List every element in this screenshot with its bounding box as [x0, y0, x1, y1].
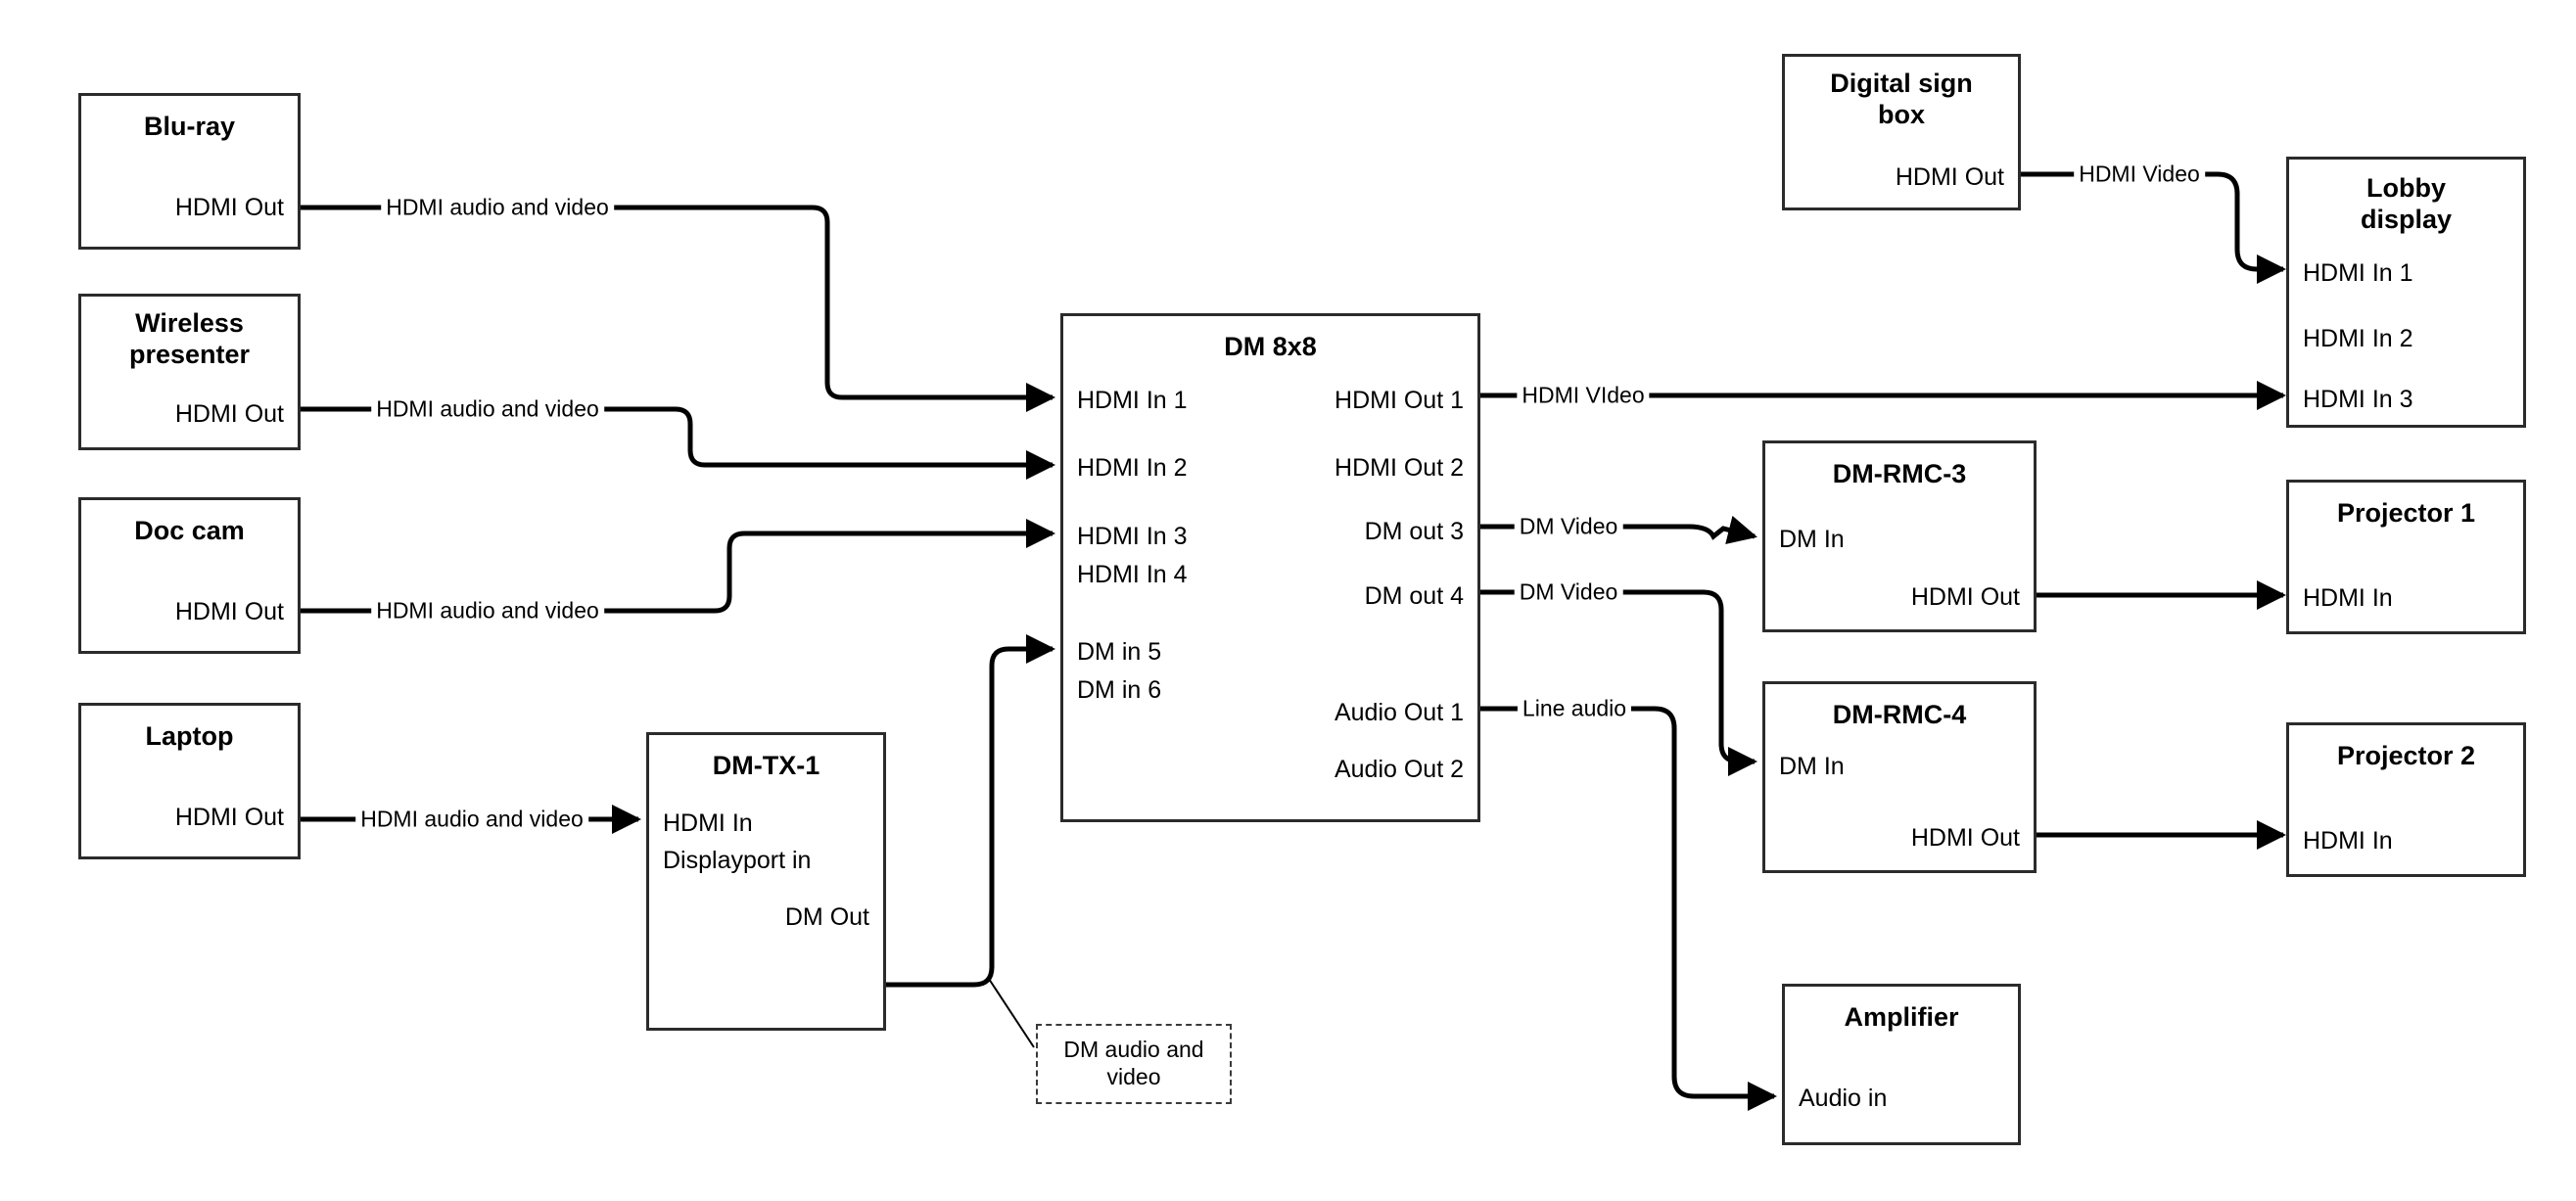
node-dm-tx-1-title: DM-TX-1: [712, 751, 820, 780]
wire-dm8x8-audioout1-to-amplifier: [1480, 706, 1777, 1111]
node-bluray-port-hdmi-out: HDMI Out: [174, 194, 284, 221]
node-dm-8x8-port-dm-in-6: DM in 6: [1077, 676, 1162, 704]
node-doc-cam[interactable]: Doc cam HDMI Out: [78, 497, 301, 654]
node-dm-tx-1-port-dm-out: DM Out: [784, 903, 869, 931]
node-dm-rmc-3-port-hdmi-out: HDMI Out: [1910, 583, 2020, 611]
wire-dm8x8-dmout3-to-rmc3: [1480, 515, 1757, 545]
node-wireless-presenter-title-line2: presenter: [128, 340, 251, 369]
node-dm-8x8-port-hdmi-in-3: HDMI In 3: [1077, 523, 1188, 550]
node-bluray-title: Blu-ray: [143, 112, 236, 141]
node-dm-8x8-port-dm-in-5: DM in 5: [1077, 638, 1162, 666]
node-laptop-port-hdmi-out: HDMI Out: [174, 804, 284, 831]
wire-dm8x8-dmout4-to-rmc4: [1480, 589, 1757, 776]
node-lobby-display-port-hdmi-in-1: HDMI In 1: [2303, 259, 2413, 287]
node-lobby-display-title-line2: display: [2360, 205, 2453, 234]
node-digital-sign-box[interactable]: Digital sign box HDMI Out: [1782, 54, 2021, 210]
node-dm-8x8-port-hdmi-in-4: HDMI In 4: [1077, 561, 1188, 588]
node-lobby-display-title-line1: Lobby: [2366, 173, 2446, 203]
callout-text-line1: DM audio and: [1063, 1037, 1204, 1063]
edge-label-hdmi-out-1-link: HDMI VIdeo: [1517, 382, 1650, 409]
node-dm-rmc-3[interactable]: DM-RMC-3 DM In HDMI Out: [1762, 440, 2037, 632]
node-lobby-display[interactable]: Lobby display HDMI In 1 HDMI In 2 HDMI I…: [2286, 157, 2526, 428]
node-doc-cam-port-hdmi-out: HDMI Out: [174, 598, 284, 625]
edge-label-dm-out-4-link: DM Video: [1514, 578, 1623, 606]
node-dm-8x8-port-dm-out-4: DM out 4: [1364, 582, 1464, 610]
node-digital-sign-box-title-line2: box: [1877, 100, 1925, 129]
wire-doccam-to-dm8x8: [301, 519, 1055, 614]
node-doc-cam-title: Doc cam: [134, 516, 245, 545]
node-projector-2-port-hdmi-in: HDMI In: [2303, 827, 2393, 855]
node-amplifier-port-audio-in: Audio in: [1799, 1085, 1888, 1112]
wire-signbox-to-lobby: [2021, 171, 2286, 284]
node-lobby-display-port-hdmi-in-2: HDMI In 2: [2303, 325, 2413, 352]
node-dm-tx-1-port-displayport-in: Displayport in: [663, 847, 812, 874]
node-dm-rmc-4[interactable]: DM-RMC-4 DM In HDMI Out: [1762, 681, 2037, 873]
node-dm-rmc-3-port-dm-in: DM In: [1779, 526, 1845, 553]
node-dm-8x8-port-dm-out-3: DM out 3: [1364, 518, 1464, 545]
node-dm-rmc-4-port-hdmi-out: HDMI Out: [1910, 824, 2020, 852]
node-dm-tx-1-port-hdmi-in: HDMI In: [663, 809, 753, 837]
node-projector-1-port-hdmi-in: HDMI In: [2303, 584, 2393, 612]
node-digital-sign-box-title-line1: Digital sign: [1830, 69, 1973, 98]
edge-label-laptop-link: HDMI audio and video: [355, 806, 588, 833]
node-amplifier[interactable]: Amplifier Audio in: [1782, 984, 2021, 1145]
node-projector-1-title: Projector 1: [2336, 498, 2476, 528]
node-digital-sign-box-port-hdmi-out: HDMI Out: [1895, 163, 2004, 191]
node-dm-8x8-port-audio-out-2: Audio Out 2: [1334, 756, 1464, 783]
edge-label-audio-out-1-link: Line audio: [1517, 695, 1632, 722]
node-dm-8x8-port-hdmi-out-1: HDMI Out 1: [1335, 387, 1464, 414]
node-amplifier-title: Amplifier: [1844, 1002, 1959, 1032]
wire-wireless-to-dm8x8: [301, 406, 1055, 480]
edge-label-wireless-link: HDMI audio and video: [371, 395, 604, 423]
node-dm-8x8-port-audio-out-1: Audio Out 1: [1334, 699, 1464, 726]
callout-dm-audio-and-video: DM audio and video: [1036, 1024, 1232, 1104]
node-dm-8x8-title: DM 8x8: [1224, 332, 1317, 361]
node-dm-rmc-4-port-dm-in: DM In: [1779, 753, 1845, 780]
node-bluray[interactable]: Blu-ray HDMI Out: [78, 93, 301, 250]
node-projector-2-title: Projector 2: [2336, 741, 2476, 770]
node-dm-8x8-port-hdmi-in-1: HDMI In 1: [1077, 387, 1188, 414]
node-projector-1[interactable]: Projector 1 HDMI In: [2286, 480, 2526, 634]
node-wireless-presenter-title-line1: Wireless: [135, 308, 244, 338]
node-dm-rmc-4-title: DM-RMC-4: [1832, 700, 1967, 729]
node-lobby-display-port-hdmi-in-3: HDMI In 3: [2303, 386, 2413, 413]
node-wireless-presenter-port-hdmi-out: HDMI Out: [174, 400, 284, 428]
callout-text: DM audio and video: [1063, 1037, 1203, 1090]
node-dm-tx-1[interactable]: DM-TX-1 HDMI In Displayport in DM Out: [646, 732, 886, 1031]
node-projector-2[interactable]: Projector 2 HDMI In: [2286, 722, 2526, 877]
edge-label-bluray-link: HDMI audio and video: [381, 194, 614, 221]
callout-text-line2: video: [1106, 1064, 1161, 1089]
callout-leader-line: [988, 978, 1035, 1048]
node-laptop[interactable]: Laptop HDMI Out: [78, 703, 301, 859]
node-dm-8x8-port-hdmi-out-2: HDMI Out 2: [1335, 454, 1464, 482]
node-laptop-title: Laptop: [145, 721, 234, 751]
wire-dmtx-to-dm8x8: [886, 634, 1055, 988]
edge-label-sign-link: HDMI Video: [2074, 161, 2205, 188]
node-dm-rmc-3-title: DM-RMC-3: [1832, 459, 1967, 488]
wire-bluray-to-dm8x8: [301, 205, 1055, 412]
edge-label-dm-out-3-link: DM Video: [1514, 513, 1623, 540]
edge-label-doccam-link: HDMI audio and video: [371, 597, 604, 624]
node-dm-8x8-port-hdmi-in-2: HDMI In 2: [1077, 454, 1188, 482]
node-dm-8x8[interactable]: DM 8x8 HDMI In 1 HDMI In 2 HDMI In 3 HDM…: [1060, 313, 1480, 822]
node-wireless-presenter[interactable]: Wireless presenter HDMI Out: [78, 294, 301, 450]
